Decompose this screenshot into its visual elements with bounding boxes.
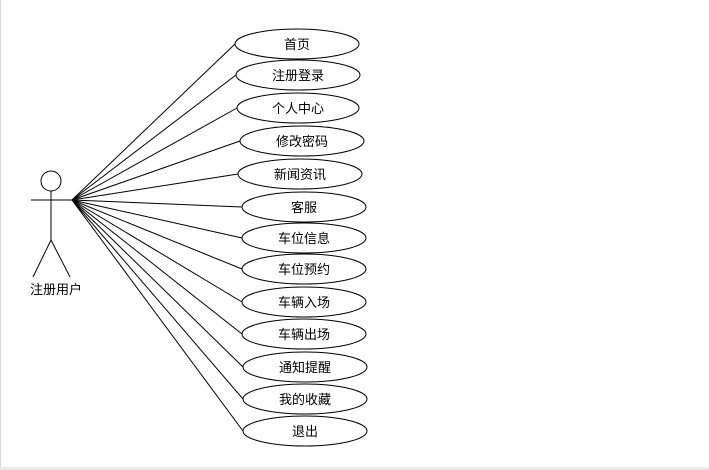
use-case-register-login[interactable]: 注册登录: [235, 59, 361, 91]
use-case-label: 首页: [284, 38, 310, 53]
actor-right-leg: [50, 239, 71, 278]
association-line-home: [71, 43, 236, 201]
use-case-ellipse: [242, 415, 368, 447]
use-case-customer-service[interactable]: 客服: [241, 191, 367, 223]
association-line-vehicle-entry: [71, 199, 243, 303]
use-case-label: 车位预约: [278, 262, 330, 278]
use-case-ellipse: [234, 28, 360, 60]
association-line-personal-center: [71, 107, 238, 201]
use-case-news[interactable]: 新闻资讯: [237, 158, 363, 190]
use-case-label: 新闻资讯: [274, 167, 326, 183]
use-case-ellipse: [241, 222, 367, 254]
association-line-notification: [71, 199, 244, 368]
association-line-parking-reservation: [71, 199, 243, 270]
use-case-label: 退出: [292, 425, 318, 440]
actor-registered-user[interactable]: 注册用户: [30, 170, 82, 298]
use-case-logout[interactable]: 退出: [242, 415, 368, 447]
use-case-ellipse: [239, 125, 365, 157]
use-case-ellipse: [241, 318, 367, 350]
use-case-ellipse: [242, 383, 368, 415]
association-line-register-login: [71, 74, 237, 201]
use-case-ellipse: [235, 59, 361, 91]
use-case-ellipse: [241, 191, 367, 223]
association-line-my-favorites: [71, 199, 244, 400]
association-line-logout: [71, 199, 244, 432]
actor-name: 注册用户: [30, 282, 82, 298]
association-line-parking-info: [71, 199, 243, 239]
use-case-vehicle-entry[interactable]: 车辆入场: [241, 286, 367, 318]
use-case-parking-reservation[interactable]: 车位预约: [241, 253, 367, 285]
use-case-home[interactable]: 首页: [234, 28, 360, 60]
use-case-ellipse: [237, 158, 363, 190]
use-case-vehicle-exit[interactable]: 车辆出场: [241, 318, 367, 350]
use-case-ellipse: [241, 286, 367, 318]
use-case-label: 注册登录: [272, 69, 324, 84]
use-case-ellipse: [236, 92, 360, 124]
use-case-label: 车辆入场: [278, 295, 330, 311]
use-case-ellipse: [242, 351, 368, 383]
association-line-vehicle-exit: [71, 199, 243, 335]
use-case-notification[interactable]: 通知提醒: [242, 351, 368, 383]
use-case-ellipse: [241, 253, 367, 285]
canvas-bottom-border: [0, 467, 709, 470]
canvas-left-border: [0, 0, 1, 470]
use-case-list: 首页注册登录个人中心修改密码新闻资讯客服车位信息车位预约车辆入场车辆出场通知提醒…: [234, 28, 368, 447]
use-case-label: 通知提醒: [279, 360, 331, 376]
use-case-change-password[interactable]: 修改密码: [239, 125, 365, 157]
use-case-personal-center[interactable]: 个人中心: [236, 92, 360, 124]
actor-head: [40, 170, 62, 192]
association-line-change-password: [71, 140, 241, 201]
actor-left-leg: [32, 239, 52, 278]
association-lines: [71, 43, 244, 432]
association-line-news: [71, 173, 239, 201]
use-case-my-favorites[interactable]: 我的收藏: [242, 383, 368, 415]
use-case-label: 客服: [291, 200, 317, 216]
use-case-label: 我的收藏: [279, 392, 331, 408]
use-case-label: 车辆出场: [278, 327, 330, 343]
use-case-label: 个人中心: [272, 102, 324, 117]
use-case-label: 修改密码: [276, 134, 328, 150]
use-case-parking-info[interactable]: 车位信息: [241, 222, 367, 254]
association-line-customer-service: [71, 199, 243, 208]
use-case-label: 车位信息: [278, 231, 330, 247]
